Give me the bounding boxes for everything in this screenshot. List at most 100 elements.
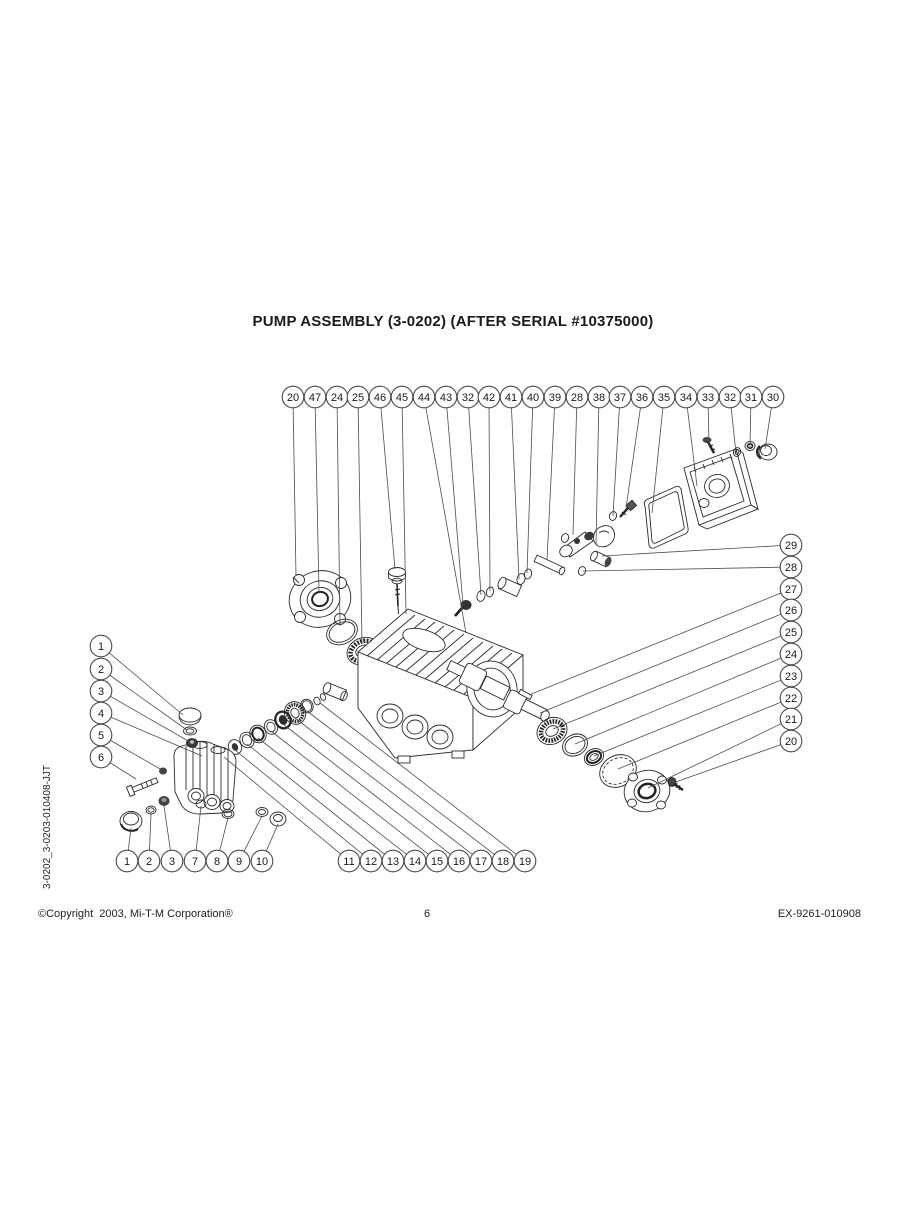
callout-number-32: 32 — [724, 392, 736, 404]
flange-screw-20 — [667, 777, 684, 791]
seal-stack — [217, 682, 348, 761]
callout-number-44: 44 — [418, 392, 430, 404]
callout-number-31: 31 — [745, 392, 757, 404]
leader-line-41 — [511, 407, 520, 580]
leader-line-25 — [552, 635, 782, 730]
leader-line-37 — [612, 407, 620, 517]
inlet-manifold — [173, 740, 237, 815]
long-bolt-6 — [125, 777, 159, 797]
leader-line-22 — [617, 701, 782, 770]
callout-number-20: 20 — [785, 736, 797, 748]
leader-line-31 — [749, 407, 752, 448]
page-number: 6 — [423, 908, 431, 920]
callout-number-25: 25 — [785, 627, 797, 639]
leader-line-24 — [574, 657, 782, 745]
callout-number-14: 14 — [409, 856, 421, 868]
callout-number-17: 17 — [475, 856, 487, 868]
callout-number-2: 2 — [146, 856, 152, 868]
leader-line-9 — [243, 815, 263, 852]
leader-line-11 — [223, 756, 341, 855]
washer-32-top — [732, 447, 742, 457]
leader-line-30 — [764, 407, 772, 450]
callout-number-46: 46 — [374, 392, 386, 404]
callout-number-15: 15 — [431, 856, 443, 868]
callout-number-27: 27 — [785, 584, 797, 596]
callout-circle-6 — [89, 745, 113, 769]
callout-number-21: 21 — [785, 714, 797, 726]
leader-line-17 — [294, 717, 473, 855]
callout-number-42: 42 — [483, 392, 495, 404]
callout-number-18: 18 — [497, 856, 509, 868]
callout-number-35: 35 — [658, 392, 670, 404]
leader-line-2 — [109, 674, 188, 731]
connecting-rod — [559, 525, 616, 558]
leader-line-3 — [163, 805, 171, 851]
leader-line-24 — [336, 407, 341, 627]
callout-number-43: 43 — [440, 392, 452, 404]
callout-number-24: 24 — [331, 392, 343, 404]
leader-line-3 — [110, 696, 191, 743]
leader-line-44 — [425, 407, 467, 634]
leader-line-7 — [195, 805, 202, 851]
callout-number-29: 29 — [785, 540, 797, 552]
callout-number-32: 32 — [462, 392, 474, 404]
callout-circle-9 — [227, 849, 251, 873]
ring-37 — [608, 511, 618, 521]
callout-number-24: 24 — [785, 649, 797, 661]
bottom-fittings — [119, 796, 287, 832]
leader-line-10 — [265, 823, 279, 852]
callout-number-38: 38 — [593, 392, 605, 404]
leader-line-23 — [593, 679, 782, 757]
callout-circle-3 — [160, 849, 184, 873]
leader-line-16 — [282, 723, 451, 855]
leader-line-13 — [246, 743, 385, 855]
leader-line-46 — [380, 407, 396, 570]
leader-line-12 — [234, 749, 363, 855]
leader-line-32 — [468, 407, 482, 596]
callout-number-1: 1 — [98, 641, 104, 653]
callout-number-40: 40 — [527, 392, 539, 404]
callout-number-37: 37 — [614, 392, 626, 404]
parts-illustration — [119, 437, 778, 832]
callout-number-5: 5 — [98, 730, 104, 742]
leader-line-1 — [109, 652, 184, 716]
callout-number-4: 4 — [98, 708, 104, 720]
callout-number-12: 12 — [365, 856, 377, 868]
bearing-flange-21 — [623, 769, 671, 813]
callout-number-9: 9 — [236, 856, 242, 868]
seal-23 — [583, 748, 605, 766]
leader-line-2 — [149, 813, 152, 851]
shaft-key — [517, 688, 533, 701]
callout-number-13: 13 — [387, 856, 399, 868]
callout-number-28: 28 — [785, 562, 797, 574]
callout-number-22: 22 — [785, 693, 797, 705]
leader-line-47 — [314, 407, 320, 594]
leader-line-38 — [595, 407, 600, 545]
leader-line-28 — [572, 407, 578, 536]
leader-line-8 — [219, 817, 229, 851]
callout-number-41: 41 — [505, 392, 517, 404]
leader-line-5 — [110, 740, 163, 771]
page-title: PUMP ASSEMBLY (3-0202) (AFTER SERIAL #10… — [252, 313, 654, 330]
leader-line-40 — [526, 407, 534, 574]
rod-ring — [560, 533, 570, 543]
callout-number-34: 34 — [680, 392, 692, 404]
leader-line-32 — [730, 407, 737, 454]
leader-line-27 — [528, 592, 782, 696]
leader-line-21 — [647, 723, 782, 789]
cap-30 — [755, 443, 778, 461]
leader-line-43 — [446, 407, 464, 606]
coupler-29 — [590, 550, 612, 568]
callout-number-8: 8 — [214, 856, 220, 868]
callout-number-19: 19 — [519, 856, 531, 868]
callout-number-39: 39 — [549, 392, 561, 404]
leader-line-42 — [488, 407, 491, 592]
callout-number-23: 23 — [785, 671, 797, 683]
callout-circle-10 — [250, 849, 274, 873]
copyright-text: ©Copyright 2003, Mi-T-M Corporation® — [38, 908, 233, 920]
callout-number-26: 26 — [785, 605, 797, 617]
callout-number-3: 3 — [98, 686, 104, 698]
